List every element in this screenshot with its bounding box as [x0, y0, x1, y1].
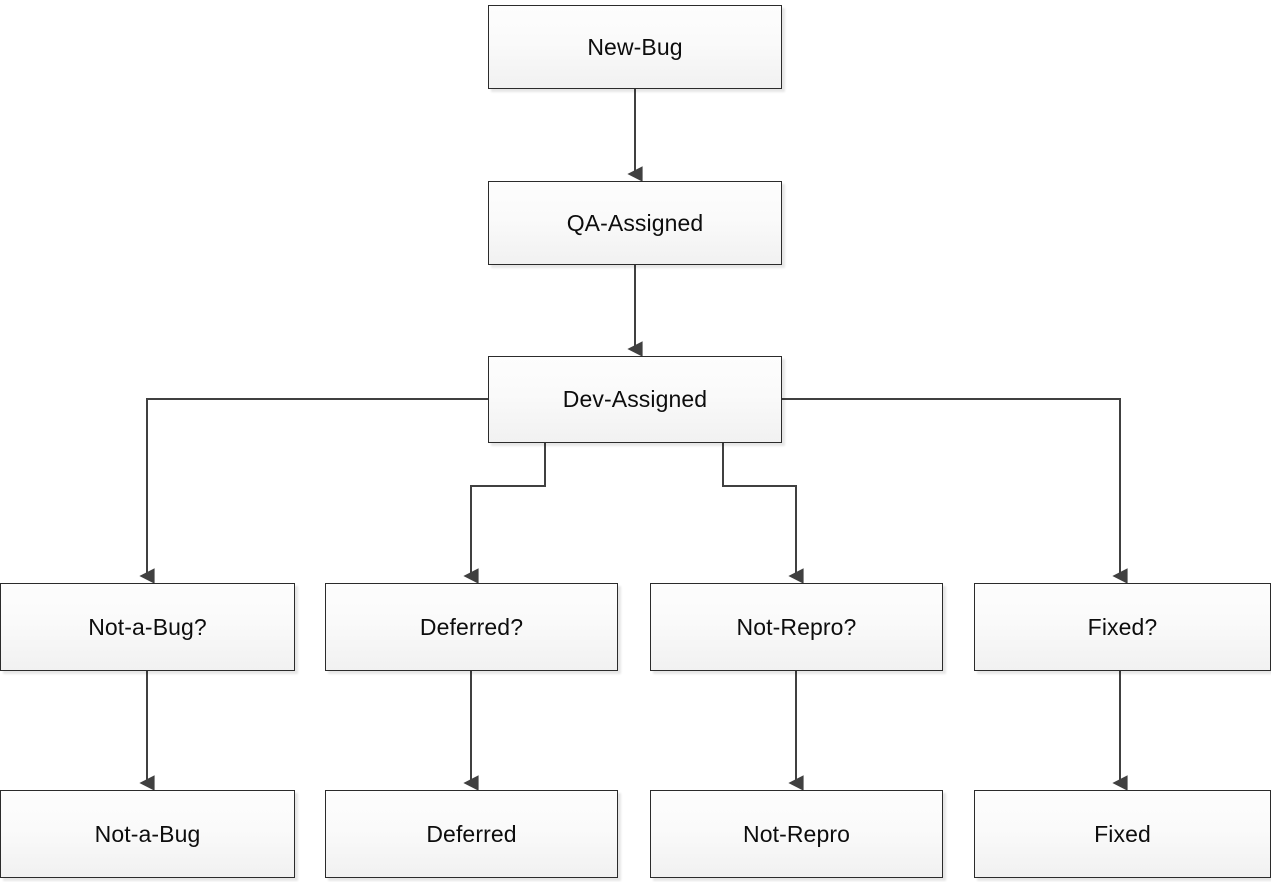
- node-label-not-repro: Not-Repro: [743, 820, 850, 847]
- node-not-repro-q[interactable]: Not-Repro?: [650, 583, 943, 671]
- edge-dev-assigned-to-deferred-q: [463, 443, 546, 584]
- node-label-new-bug: New-Bug: [587, 33, 683, 60]
- node-label-not-repro-q: Not-Repro?: [736, 613, 857, 640]
- node-label-deferred: Deferred: [426, 820, 517, 847]
- edge-dev-assigned-to-not-a-bug-q: [139, 398, 488, 584]
- node-label-not-a-bug-q: Not-a-Bug?: [88, 613, 207, 640]
- node-label-dev-assigned: Dev-Assigned: [562, 386, 708, 412]
- node-label-fixed-q: Fixed?: [1087, 613, 1158, 640]
- node-dev-assigned[interactable]: Dev-Assigned: [488, 356, 782, 443]
- node-label-not-a-bug: Not-a-Bug: [94, 820, 201, 847]
- node-not-repro[interactable]: Not-Repro: [650, 790, 943, 878]
- node-not-a-bug-q[interactable]: Not-a-Bug?: [0, 583, 295, 671]
- edge-dev-assigned-to-fixed-q: [782, 398, 1128, 584]
- node-label-deferred-q: Deferred?: [419, 613, 524, 640]
- node-deferred[interactable]: Deferred: [325, 790, 618, 878]
- node-new-bug[interactable]: New-Bug: [488, 5, 782, 89]
- edge-dev-assigned-to-not-repro-q: [722, 443, 804, 584]
- node-deferred-q[interactable]: Deferred?: [325, 583, 618, 671]
- node-not-a-bug[interactable]: Not-a-Bug: [0, 790, 295, 878]
- node-qa-assigned[interactable]: QA-Assigned: [488, 181, 782, 265]
- node-fixed[interactable]: Fixed: [974, 790, 1271, 878]
- node-fixed-q[interactable]: Fixed?: [974, 583, 1271, 671]
- node-label-fixed: Fixed: [1094, 820, 1151, 847]
- node-label-qa-assigned: QA-Assigned: [566, 209, 704, 236]
